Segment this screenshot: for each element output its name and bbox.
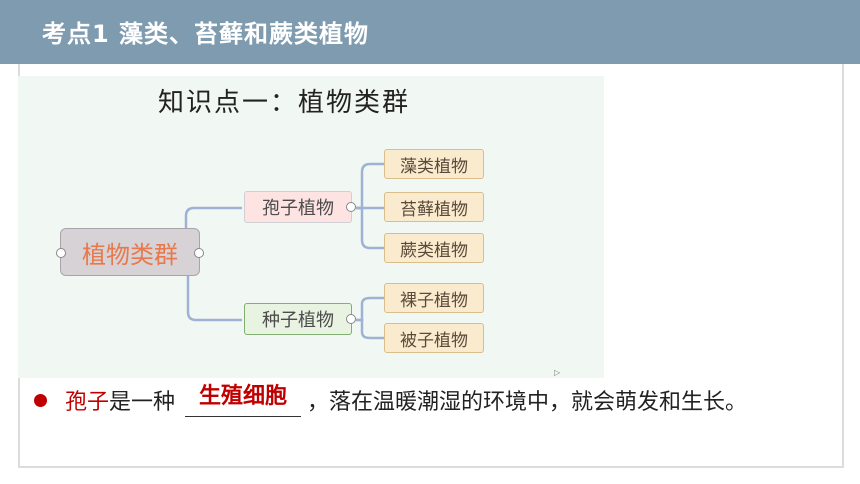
mindmap-node-gymnosperm: 裸子植物 — [384, 283, 484, 313]
bullet-dot-icon — [34, 394, 47, 407]
connector-spore-fern — [356, 206, 384, 250]
mindmap-node-spore-plants: 孢子植物 — [244, 191, 352, 223]
mouse-cursor-icon: ▷ — [554, 368, 561, 377]
mindmap-node-seed-plants: 种子植物 — [244, 303, 352, 335]
connector-root-seed — [186, 276, 242, 322]
connector-seed-angio — [356, 318, 384, 340]
answer-blank: 生殖细胞 — [185, 384, 302, 417]
answer-text: 生殖细胞 — [199, 384, 288, 409]
mindmap-title: 知识点一：植物类群 — [158, 88, 411, 118]
mindmap-node-angiosperm: 被子植物 — [384, 323, 484, 353]
connector-seed-gymno — [356, 296, 384, 322]
collapse-dot-left — [56, 248, 66, 258]
fill-in-sentence: 孢子 是一种 生殖细胞 ，落在温暖潮湿的环境中，就会萌发和生长。 — [34, 384, 747, 417]
collapse-dot-right — [194, 248, 204, 258]
term-spore: 孢子 — [65, 390, 110, 415]
mindmap-image: 知识点一：植物类群 植物类群 孢子植物 种子植物 藻类植物 苔藓植物 蕨类植物 … — [18, 76, 604, 378]
sentence-part-after: ，落在温暖潮湿的环境中，就会萌发和生长。 — [307, 390, 748, 415]
mindmap-node-algae: 藻类植物 — [384, 149, 484, 179]
collapse-dot-spore — [346, 202, 356, 212]
slide-title: 考点1 藻类、苔藓和蕨类植物 — [42, 20, 370, 48]
mindmap-node-fern: 蕨类植物 — [384, 233, 484, 263]
collapse-dot-seed — [346, 314, 356, 324]
mindmap-node-moss: 苔藓植物 — [384, 192, 484, 222]
mindmap-root-node: 植物类群 — [60, 228, 200, 276]
connector-spore-algae — [356, 162, 384, 210]
sentence-part-before: 是一种 — [109, 390, 176, 415]
slide-header: 考点1 藻类、苔藓和蕨类植物 — [0, 0, 860, 64]
